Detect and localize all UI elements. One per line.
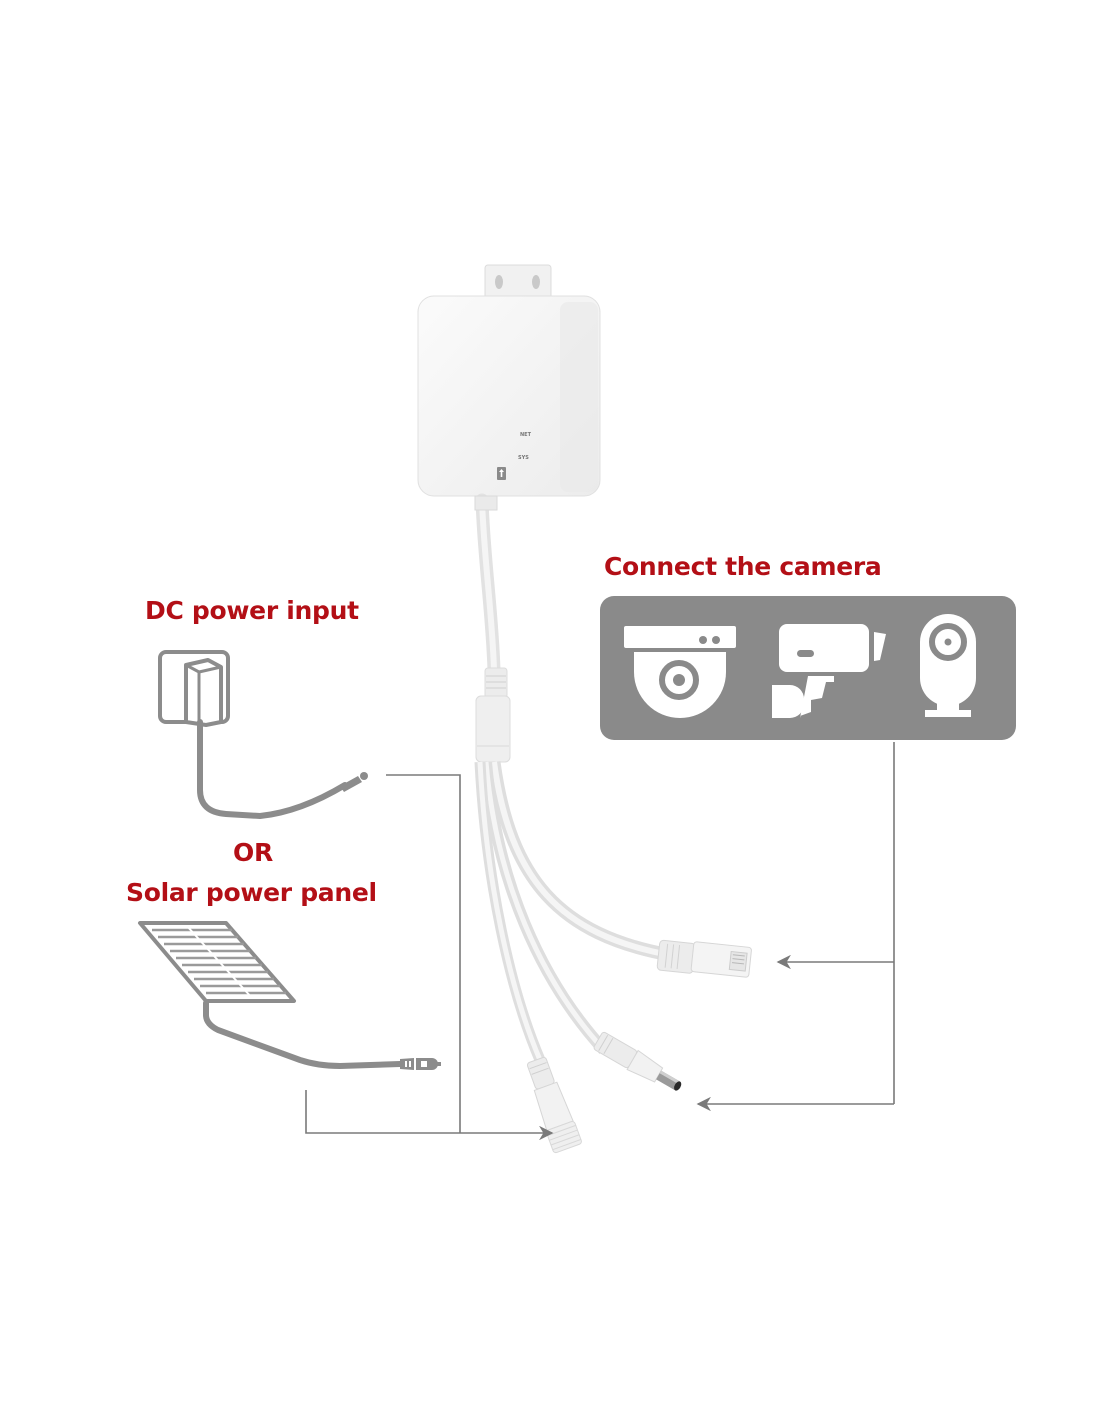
connect-camera-label: Connect the camera [604,552,882,581]
device-body [417,295,601,497]
or-label: OR [233,838,273,867]
poe-splitter-device: NET SYS [417,264,601,497]
indoor-cube-camera-icon [920,614,976,717]
rj45-ethernet-plug [656,939,752,978]
dome-camera-icon [624,626,736,718]
upload-arrow-icon [497,467,506,480]
solar-panel-icon [138,921,441,1070]
splitter-cables [474,493,672,1063]
solar-power-panel-label: Solar power panel [126,878,377,907]
led-label-sys: SYS [518,455,529,461]
dc-input-connector-line [386,774,461,1133]
bullet-camera-icon [772,624,886,718]
camera-types-panel [600,596,1016,740]
dc-male-barrel-plug [593,1031,682,1091]
dc-power-input-label: DC power input [145,596,359,625]
connection-lines [305,742,895,1141]
dc-female-waterproof-jack [526,1056,582,1154]
mount-hole-icon [532,275,540,289]
wall-adapter-icon [158,650,368,820]
cable-strain-relief [475,667,511,763]
mount-hole-icon [495,275,503,289]
solar-input-connector-line [305,1090,460,1134]
led-label-net: NET [520,432,532,438]
